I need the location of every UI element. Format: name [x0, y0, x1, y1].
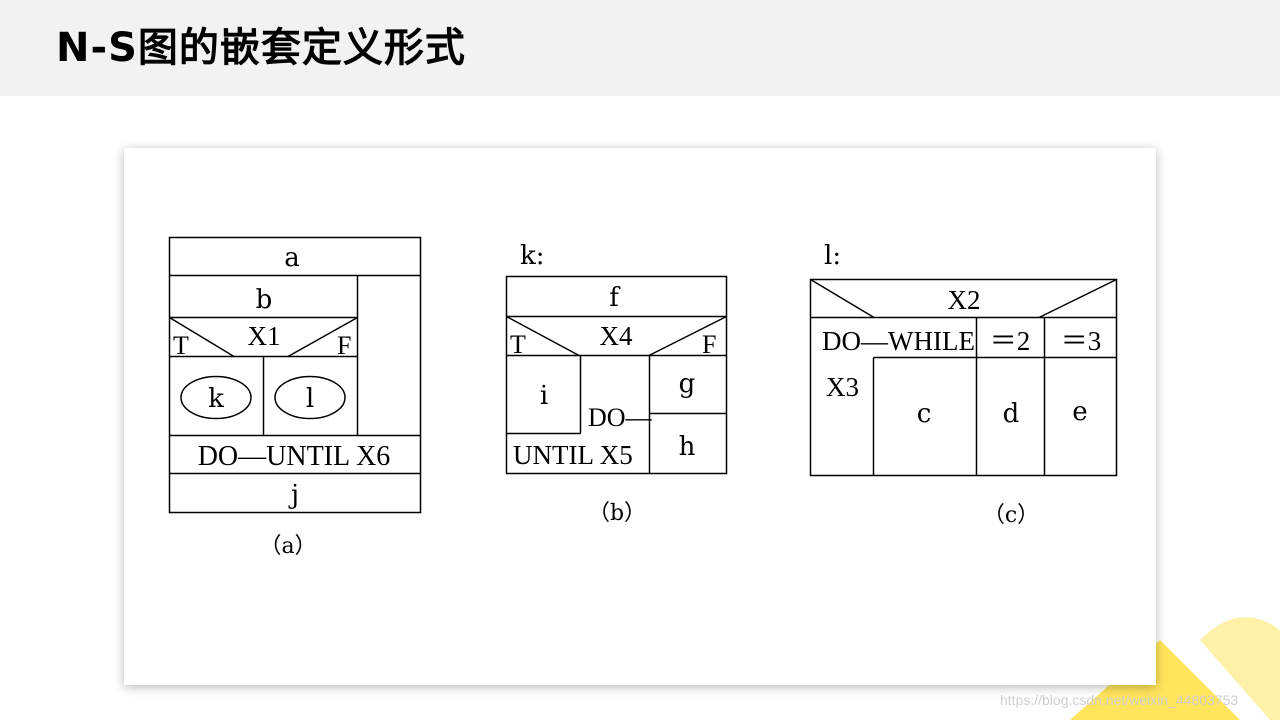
a-body-label: b: [256, 285, 273, 315]
b-left-label: i: [540, 381, 548, 411]
page-title: N-S图的嵌套定义形式: [56, 25, 466, 71]
diagram-card: a b X1 T F k l DO—UNTIL X6 j （a） k: f X4…: [124, 148, 1156, 685]
a-loop-label: DO—UNTIL X6: [198, 441, 391, 472]
watermark: https://blog.csdn.net/weixin_44803753: [1000, 692, 1239, 708]
b-loop-bottom: UNTIL X5: [513, 440, 633, 470]
b-loop-top: DO—: [588, 403, 653, 432]
b-header: k:: [520, 241, 545, 271]
b-condition-label: X4: [600, 321, 633, 351]
a-condition-label: X1: [248, 321, 281, 351]
a-false-label: F: [337, 331, 351, 360]
b-right-top: g: [679, 369, 696, 399]
a-call-l: l: [306, 384, 314, 414]
c-d-label: d: [1003, 399, 1020, 429]
a-caption: （a）: [259, 534, 316, 559]
b-true-label: T: [510, 330, 526, 359]
c-e-label: e: [1072, 397, 1087, 427]
c-header: l:: [824, 241, 841, 271]
c-caption: （c）: [983, 503, 1039, 528]
title-bar: N-S图的嵌套定义形式: [0, 0, 1280, 96]
b-false-label: F: [702, 330, 716, 359]
ns-diagram-a: a b X1 T F k l DO—UNTIL X6 j （a）: [168, 236, 422, 559]
c-body-label: c: [917, 399, 932, 429]
b-right-bottom: h: [679, 432, 696, 462]
c-case-3: ＝3: [1061, 326, 1102, 356]
c-case-label: DO—WHILE: [822, 326, 975, 356]
b-top-label: f: [609, 283, 621, 313]
a-top-label: a: [284, 243, 300, 273]
c-condition-label: X2: [948, 285, 981, 315]
b-caption: （b）: [588, 501, 646, 526]
a-call-k: k: [208, 384, 224, 414]
a-true-label: T: [173, 331, 189, 360]
ns-diagram-c: l: X2 DO—WHILE ＝2 ＝3 X3 c d e （c）: [809, 241, 1118, 528]
ns-diagram-b: k: f X4 T F i DO— UNTIL X5 g h （b）: [505, 241, 728, 526]
a-bottom-label: j: [288, 480, 299, 510]
c-loop-condition: X3: [826, 372, 859, 402]
c-case-2: ＝2: [990, 326, 1031, 356]
